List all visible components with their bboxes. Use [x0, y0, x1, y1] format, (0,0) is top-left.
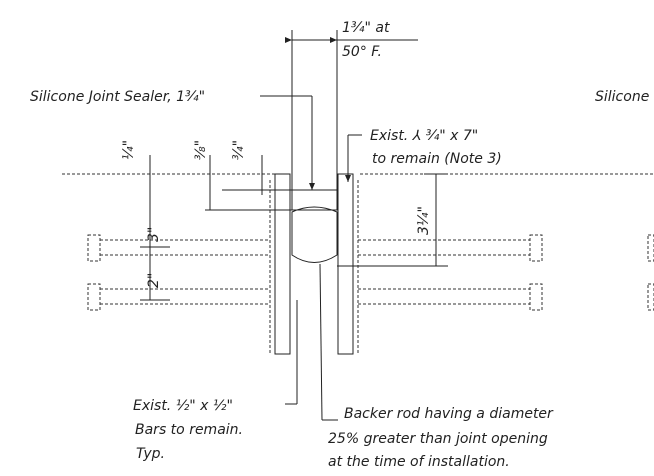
- right-edge-plate: [337, 173, 359, 355]
- bars-right: [358, 234, 654, 311]
- dim-three-eighths: ⅜": [193, 140, 209, 160]
- sealer-leader: [260, 95, 315, 190]
- bars-label-1: Exist. ½" x ½": [133, 398, 233, 414]
- bars-label-3: Typ.: [136, 446, 165, 462]
- bars-left: [87, 234, 270, 311]
- opening-dimension: [285, 30, 418, 190]
- opening-label-2: 50° F.: [342, 44, 382, 60]
- plate-label-2: to remain (Note 3): [372, 151, 502, 167]
- rod-label-1: Backer rod having a diameter: [344, 406, 554, 422]
- plate-leader: [345, 134, 362, 182]
- left-edge-plate: [269, 173, 291, 355]
- vertical-dimensions-left: [140, 155, 292, 301]
- opening-label-1: 1¾" at: [342, 20, 390, 36]
- backer-rod: [291, 206, 338, 263]
- dim-three-quarters: ¾": [231, 140, 247, 160]
- bars-leader: [285, 300, 298, 405]
- rod-label-2: 25% greater than joint opening: [328, 431, 548, 447]
- plate-label-1: Exist. ⅄ ¾" x 7": [370, 128, 478, 144]
- dim-quarter: ¼": [121, 140, 137, 160]
- dim-two: 2": [146, 273, 162, 288]
- sealer-label-cut: Silicone: [595, 89, 649, 105]
- dim-three-quarter-depth: 3¼": [416, 206, 432, 235]
- bars-label-2: Bars to remain.: [135, 422, 243, 438]
- silicone-sealer: [291, 189, 338, 211]
- vertical-dimension-right: [337, 173, 448, 267]
- sealer-label: Silicone Joint Sealer, 1¾": [30, 89, 205, 105]
- dim-three: 3": [146, 227, 162, 242]
- rod-leader: [319, 263, 338, 421]
- rod-label-3: at the time of installation.: [328, 454, 510, 470]
